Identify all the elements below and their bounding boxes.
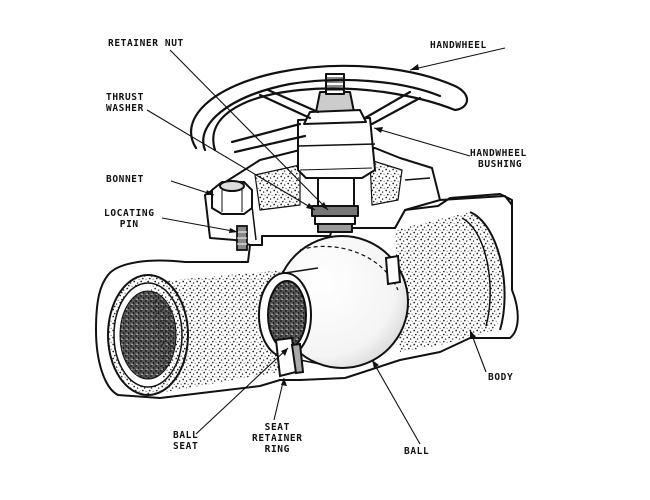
handwheel-rim xyxy=(190,64,469,154)
thrust-washer-line-1: THRUST xyxy=(106,92,144,103)
locating-pin-line-1: LOCATING xyxy=(104,208,155,219)
bonnet-nut xyxy=(211,180,253,215)
seat-retainer-ring-line-3: RING xyxy=(264,444,290,455)
label-locating-pin: LOCATING PIN xyxy=(104,208,155,230)
handwheel-bushing-line-1: HANDWHEEL xyxy=(470,148,527,159)
leader-arrowheads xyxy=(205,64,476,386)
leader-lines xyxy=(146,47,506,445)
handwheel-bushing-line-2: BUSHING xyxy=(478,159,523,170)
locating-pin-line-2: PIN xyxy=(119,219,139,230)
seat-rings xyxy=(274,254,402,378)
locating-pin xyxy=(236,225,248,251)
label-handwheel: HANDWHEEL xyxy=(430,40,487,51)
label-thrust-washer: THRUST WASHER xyxy=(106,92,144,114)
label-handwheel-bushing: HANDWHEEL BUSHING xyxy=(470,148,527,170)
label-ball: BALL xyxy=(404,446,430,457)
thrust-washer-line-2: WASHER xyxy=(106,103,144,114)
ball-seat-line-2: SEAT xyxy=(173,441,199,452)
ball-seat-line-1: BALL xyxy=(173,430,199,441)
label-bonnet: BONNET xyxy=(106,174,144,185)
seat-retainer-ring-line-2: RETAINER xyxy=(252,433,303,444)
label-ball-seat: BALL SEAT xyxy=(173,430,198,452)
seat-retainer-ring-line-1: SEAT xyxy=(264,422,290,433)
label-body: BODY xyxy=(488,372,514,383)
label-retainer-nut: RETAINER NUT xyxy=(108,38,184,49)
label-seat-retainer-ring: SEAT RETAINER RING xyxy=(252,422,303,455)
